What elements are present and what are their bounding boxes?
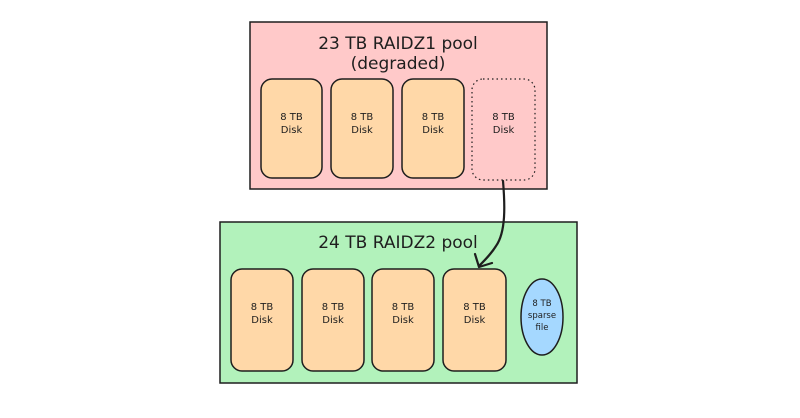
disk-size-label: 8 TB xyxy=(322,302,345,313)
raidz2-disk-2[interactable]: 8 TB Disk xyxy=(301,268,365,372)
raidz2-pool-title: 24 TB RAIDZ2 pool xyxy=(318,233,478,253)
disk-size-label: 8 TB xyxy=(280,112,303,123)
raidz2-sparse-file[interactable]: 8 TB sparse file xyxy=(520,278,564,356)
sparse-type-label: sparse xyxy=(528,311,556,321)
disk-type-label: Disk xyxy=(251,315,273,326)
raidz2-disk-3[interactable]: 8 TB Disk xyxy=(371,268,435,372)
raidz1-pool-subtitle: (degraded) xyxy=(351,54,446,74)
disk-type-label: Disk xyxy=(281,125,303,136)
replacement-arrow xyxy=(473,179,506,269)
disk-type-label: Disk xyxy=(422,125,444,136)
arrow-head xyxy=(473,252,494,269)
raidz1-pool-title: 23 TB RAIDZ1 pool xyxy=(318,34,478,54)
disk-type-label: Disk xyxy=(392,315,414,326)
raidz2-disk-1[interactable]: 8 TB Disk xyxy=(230,268,294,372)
raidz1-disk-3[interactable]: 8 TB Disk xyxy=(401,78,465,179)
raidz1-disk-4-missing[interactable]: 8 TB Disk xyxy=(471,78,536,181)
raidz1-pool: 23 TB RAIDZ1 pool (degraded) 8 TB Disk 8… xyxy=(249,21,548,190)
raidz2-pool: 24 TB RAIDZ2 pool 8 TB Disk 8 TB Disk 8 … xyxy=(219,221,578,384)
raidz1-disk-2[interactable]: 8 TB Disk xyxy=(330,78,394,179)
disk-size-label: 8 TB xyxy=(392,302,415,313)
raidz2-disk-4[interactable]: 8 TB Disk xyxy=(442,268,507,372)
disk-type-label: Disk xyxy=(464,315,486,326)
disk-size-label: 8 TB xyxy=(492,112,515,123)
disk-type-label: Disk xyxy=(493,125,515,136)
sparse-file-label: file xyxy=(536,323,549,333)
disk-type-label: Disk xyxy=(351,125,373,136)
disk-size-label: 8 TB xyxy=(463,302,486,313)
disk-size-label: 8 TB xyxy=(251,302,274,313)
sparse-size-label: 8 TB xyxy=(532,299,551,309)
disk-size-label: 8 TB xyxy=(422,112,445,123)
disk-type-label: Disk xyxy=(322,315,344,326)
arrow-line xyxy=(477,179,506,268)
disk-size-label: 8 TB xyxy=(351,112,374,123)
raidz1-disk-1[interactable]: 8 TB Disk xyxy=(260,78,323,179)
